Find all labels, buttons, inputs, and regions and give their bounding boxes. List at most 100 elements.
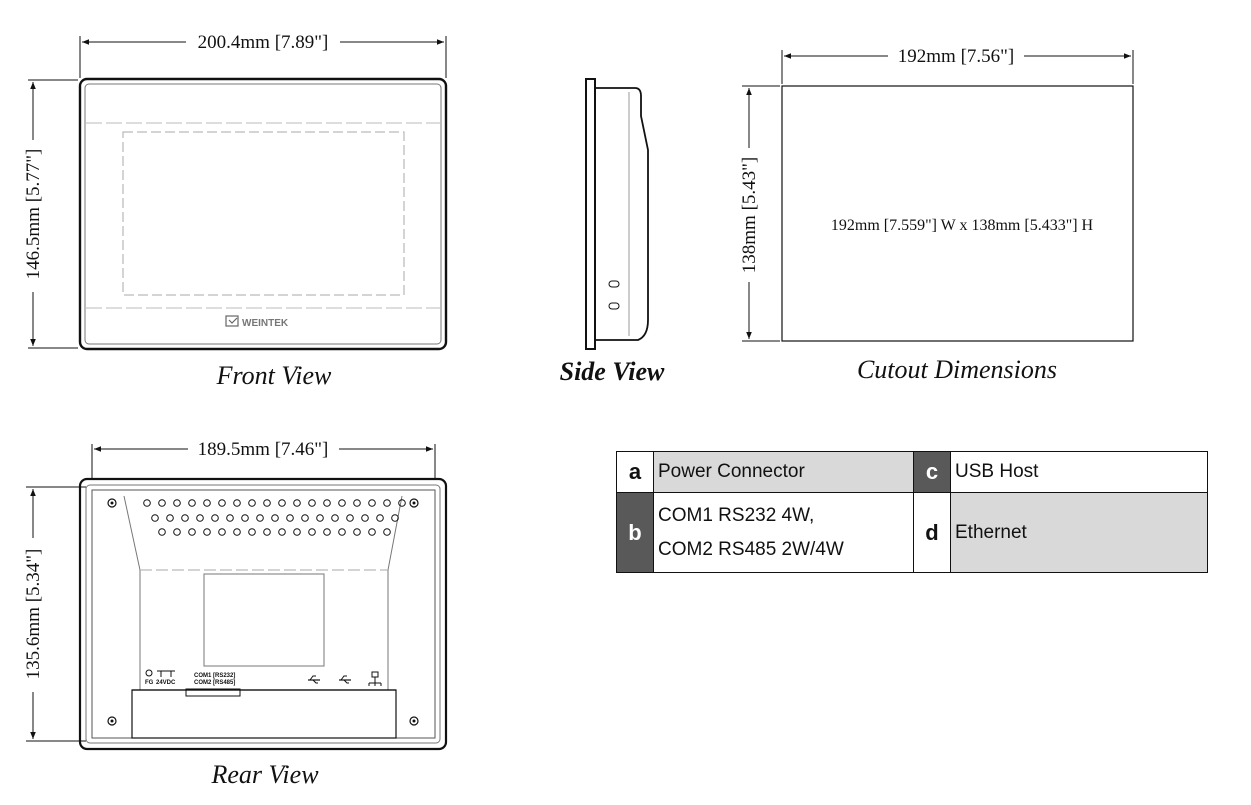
vent-hole (391, 514, 399, 522)
vent-hole (263, 499, 271, 507)
vent-hole (271, 514, 279, 522)
vent-hole (248, 499, 256, 507)
vent-hole (293, 499, 301, 507)
front-bezel-outer (78, 77, 448, 351)
rear-housing (91, 489, 436, 739)
vent-hole (181, 514, 189, 522)
vent-hole (338, 528, 346, 536)
rear-view-caption: Rear View (210, 760, 319, 789)
cutout-view: 192mm [7.56"] 138mm [5.43"] 192mm [7.559… (739, 46, 1134, 384)
legend-key-b: b (616, 492, 654, 573)
port-fg-label: FG (145, 680, 154, 686)
rear-label-area (203, 573, 325, 667)
vent-hole (218, 499, 226, 507)
legend-label-b-line1: COM1 RS232 4W, (658, 504, 815, 526)
vent-hole (346, 514, 354, 522)
vent-hole (308, 499, 316, 507)
screw-hole-top-right (409, 498, 419, 508)
rear-frame-inner (85, 484, 441, 744)
front-bezel-inner (84, 83, 442, 345)
vent-hole (151, 514, 159, 522)
vent-hole (188, 499, 196, 507)
vent-hole (368, 528, 376, 536)
screw-hole-top-left-center (110, 501, 114, 505)
vent-hole (241, 514, 249, 522)
side-bezel (585, 78, 596, 350)
legend-row-2: b COM1 RS232 4W, COM2 RS485 2W/4W d Ethe… (616, 492, 1208, 573)
vent-hole (398, 499, 406, 507)
vent-hole (353, 528, 361, 536)
side-view-caption: Side View (560, 357, 665, 386)
vent-hole (233, 528, 241, 536)
front-logo-check (228, 317, 238, 324)
vent-hole (316, 514, 324, 522)
vent-hole (323, 528, 331, 536)
legend-row-1: a Power Connector c USB Host (616, 451, 1208, 493)
rear-view: 189.5mm [7.46"] 135.6mm [5.34"] (23, 439, 448, 789)
vent-hole (158, 528, 166, 536)
front-display-area (122, 131, 405, 296)
vent-hole (188, 528, 196, 536)
screw-hole-bottom-left-center (110, 719, 114, 723)
vent-hole (368, 499, 376, 507)
front-width-label: 200.4mm [7.89"] (198, 32, 329, 53)
vent-hole (376, 514, 384, 522)
vent-hole (173, 499, 181, 507)
cutout-dimension-text: 192mm [7.559"] W x 138mm [5.433"] H (831, 217, 1094, 234)
legend-key-a: a (616, 451, 654, 493)
vent-hole (278, 499, 286, 507)
cutout-width-label: 192mm [7.56"] (898, 46, 1014, 67)
legend-label-b: COM1 RS232 4W, COM2 RS485 2W/4W (653, 492, 914, 573)
vent-hole (166, 514, 174, 522)
vent-hole (211, 514, 219, 522)
vent-hole (203, 499, 211, 507)
front-view-caption: Front View (216, 361, 332, 390)
vent-hole (278, 528, 286, 536)
side-view: Side View (560, 78, 665, 386)
fg-ground-icon (145, 669, 153, 677)
rear-screw-holes (107, 498, 419, 726)
vent-hole (196, 514, 204, 522)
vent-hole (256, 514, 264, 522)
port-24vdc-label: 24VDC (156, 680, 176, 686)
vent-hole (383, 499, 391, 507)
com-connector (185, 688, 241, 697)
legend-key-d: d (913, 492, 951, 573)
cutout-height-label: 138mm [5.43"] (739, 157, 760, 273)
vent-hole (361, 514, 369, 522)
cutout-caption: Cutout Dimensions (857, 355, 1057, 384)
rear-frame-outer (78, 477, 448, 751)
front-height-label: 146.5mm [5.77"] (23, 149, 44, 280)
legend-label-a: Power Connector (653, 451, 914, 493)
usb-icon-2 (339, 675, 351, 684)
front-logo-text: WEINTEK (242, 318, 289, 329)
screw-hole-top-right-center (412, 501, 416, 505)
front-logo-icon (225, 315, 239, 327)
vent-hole (226, 514, 234, 522)
vent-hole (143, 499, 151, 507)
vent-hole (158, 499, 166, 507)
vent-hole (233, 499, 241, 507)
vent-hole (331, 514, 339, 522)
rear-height-label: 135.6mm [5.34"] (23, 549, 44, 680)
usb-icon (308, 675, 320, 684)
rear-housing-taper (123, 495, 403, 690)
port-com2-label: COM2 [RS485] (194, 680, 235, 686)
vent-hole (308, 528, 316, 536)
vent-hole (286, 514, 294, 522)
screw-hole-bottom-right-center (412, 719, 416, 723)
vent-hole (218, 528, 226, 536)
side-port-1 (608, 280, 620, 288)
port-legend-table: a Power Connector c USB Host b COM1 RS23… (616, 451, 1208, 573)
side-port-2 (608, 302, 620, 310)
ethernet-icon (368, 671, 382, 686)
cutout-outline (781, 85, 1134, 342)
rear-vent-holes (143, 499, 406, 536)
vent-hole (301, 514, 309, 522)
rear-width-label: 189.5mm [7.46"] (198, 439, 329, 460)
vent-hole (203, 528, 211, 536)
screw-hole-bottom-left (107, 716, 117, 726)
rear-port-panel (131, 689, 397, 739)
screw-hole-top-left (107, 498, 117, 508)
